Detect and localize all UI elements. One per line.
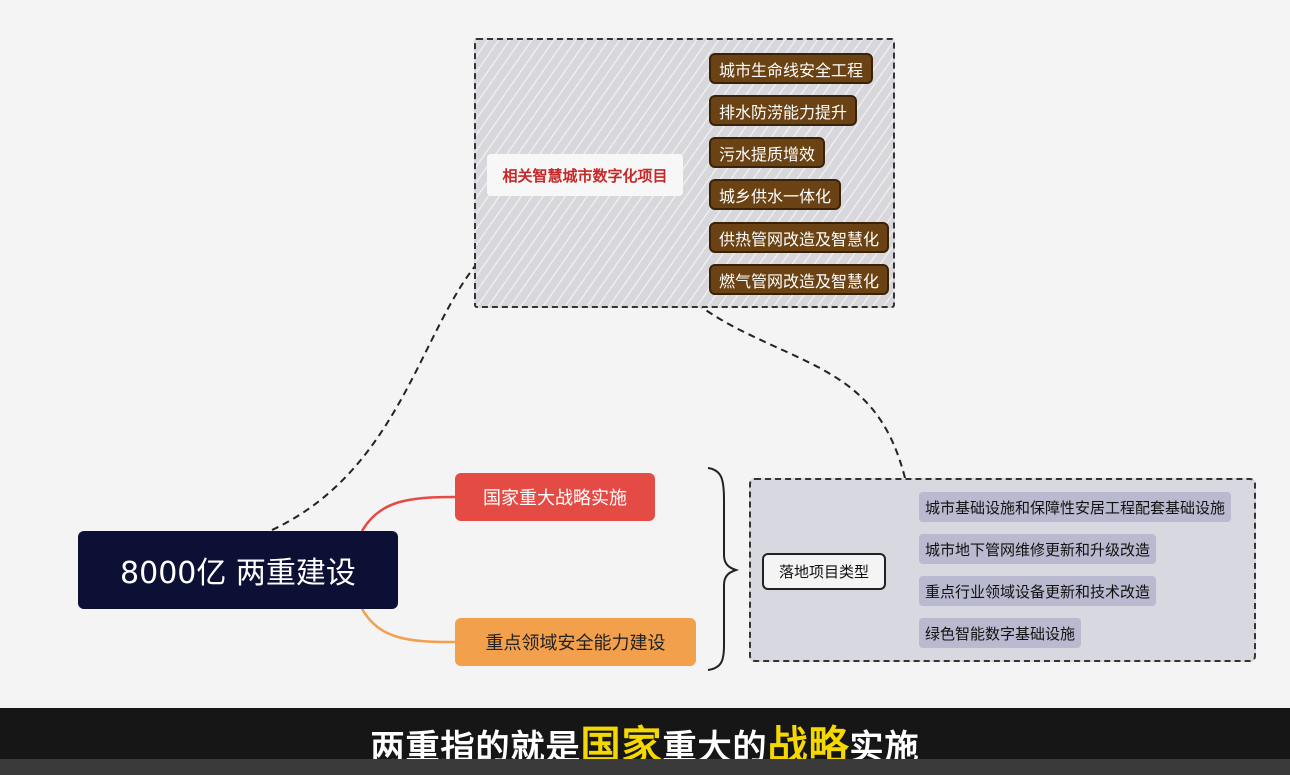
top-item-node-5[interactable]: 供热管网改造及智慧化 <box>709 222 890 253</box>
project-type-item-3[interactable]: 重点行业领域设备更新和技术改造 <box>919 576 1157 606</box>
video-bottom-strip <box>0 759 1290 775</box>
project-types-node[interactable]: 落地项目类型 <box>762 553 886 590</box>
project-type-item-4[interactable]: 绿色智能数字基础设施 <box>919 618 1082 648</box>
top-item-node-1[interactable]: 城市生命线安全工程 <box>709 53 874 84</box>
mind-map-canvas: 相关智慧城市数字化项目 城市生命线安全工程 排水防涝能力提升 污水提质增效 城乡… <box>78 38 1256 671</box>
national-strategy-node[interactable]: 国家重大战略实施 <box>455 473 655 521</box>
top-item-node-2[interactable]: 排水防涝能力提升 <box>709 95 858 126</box>
smart-city-projects-node[interactable]: 相关智慧城市数字化项目 <box>487 154 683 196</box>
project-type-item-1[interactable]: 城市基础设施和保障性安居工程配套基础设施 <box>919 492 1232 522</box>
root-node[interactable]: 8000亿 两重建设 <box>78 531 398 609</box>
security-capability-node[interactable]: 重点领域安全能力建设 <box>455 618 696 666</box>
project-type-item-2[interactable]: 城市地下管网维修更新和升级改造 <box>919 534 1157 564</box>
subtitle-bar: 两重指的就是国家重大的战略实施 <box>0 708 1290 775</box>
top-item-node-6[interactable]: 燃气管网改造及智慧化 <box>709 264 890 295</box>
brace-bracket <box>707 467 740 671</box>
root-to-top-dashed-arrow <box>271 197 557 531</box>
root-to-national-connector <box>360 495 456 532</box>
top-item-node-4[interactable]: 城乡供水一体化 <box>709 179 842 210</box>
top-item-node-3[interactable]: 污水提质增效 <box>709 137 826 168</box>
root-to-security-connector <box>360 608 456 644</box>
